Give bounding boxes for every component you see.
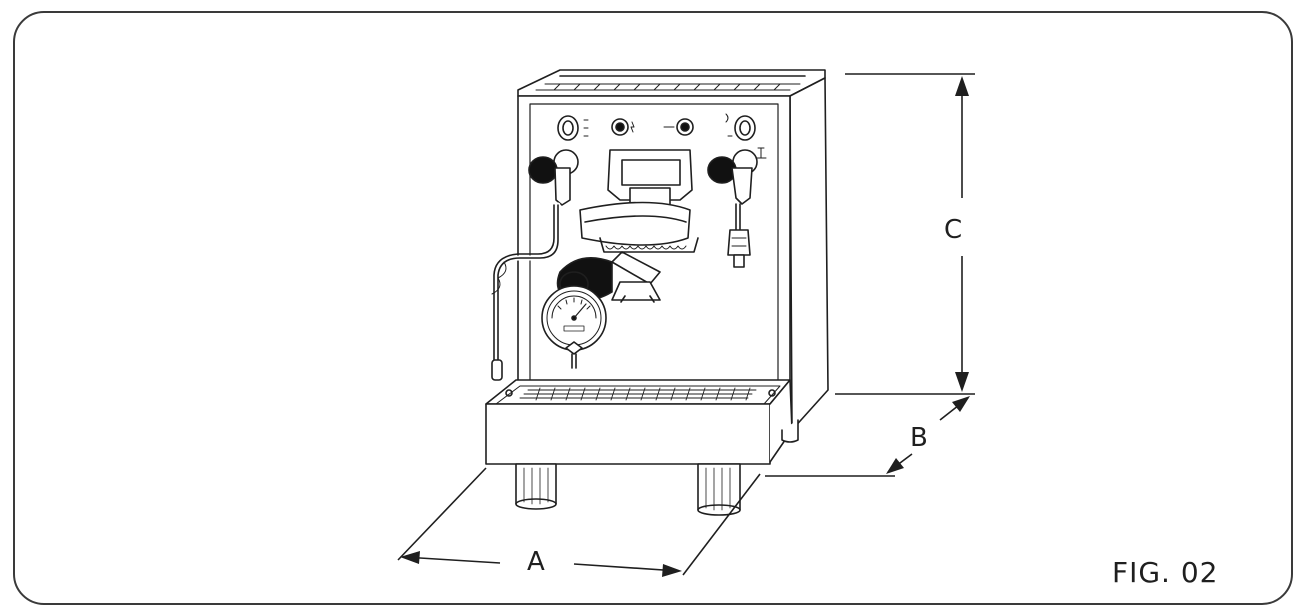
figure-label: FIG. 02 (1112, 556, 1219, 589)
dimension-a-line-right (573, 563, 679, 572)
back-foot (781, 419, 799, 443)
indicator-light-2 (663, 118, 694, 136)
front-foot-right (697, 463, 741, 516)
dimension-a-arrow-left-icon (400, 551, 420, 564)
drip-tray-front (485, 403, 771, 465)
drain-valve (565, 341, 583, 369)
group-head (579, 149, 699, 253)
dimension-b-arrow-bottom-icon (886, 458, 904, 474)
dimension-label-c: C (944, 215, 962, 245)
top-right-switch (725, 113, 756, 141)
pressure-gauge (541, 285, 607, 351)
dimension-a-extension-left (397, 467, 487, 561)
steam-wand (491, 149, 579, 381)
hot-water-wand (707, 147, 767, 268)
dimension-c-arrow-bottom-icon (955, 372, 969, 392)
dimension-lines (397, 73, 975, 577)
machine-top-lid (517, 69, 826, 97)
indicator-light-1 (611, 118, 635, 136)
dimension-label-a: A (527, 547, 545, 577)
dimension-a-arrow-right-icon (662, 564, 682, 577)
dimension-c-arrow-top-icon (955, 76, 969, 96)
dimension-a-extension-right (682, 473, 761, 576)
machine-side-panel (789, 77, 829, 431)
power-switch (557, 115, 589, 141)
dimension-label-b: B (910, 423, 928, 453)
espresso-machine-illustration (485, 69, 829, 516)
dimension-b-arrow-top-icon (952, 396, 970, 412)
steam-knob (528, 156, 558, 184)
dimension-a-line-left (403, 556, 501, 564)
front-foot-left (515, 463, 557, 510)
drip-tray (485, 379, 793, 465)
top-cup-grille (535, 83, 801, 91)
